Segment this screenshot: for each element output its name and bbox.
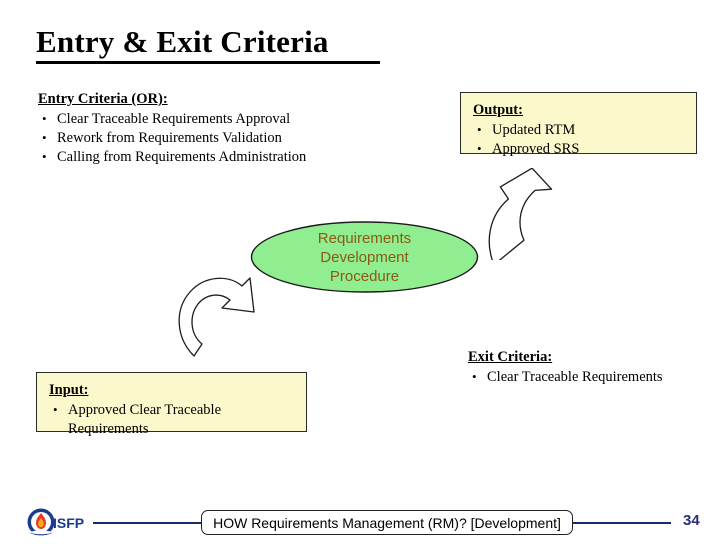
page-number: 34 — [683, 512, 700, 529]
footer-rule-right — [573, 522, 671, 524]
list-item: Clear Traceable Requirements — [468, 367, 708, 387]
isfp-logo: ISFP — [26, 506, 90, 540]
list-item: Clear Traceable Requirements Approval — [38, 109, 438, 129]
list-item: Rework from Requirements Validation — [38, 128, 438, 148]
list-item: Approved Clear Traceable Requirements — [49, 400, 296, 439]
page-title: Entry & Exit Criteria — [36, 24, 329, 59]
output-list: Updated RTM Approved SRS — [473, 120, 686, 159]
curved-arrow-process-to-output — [472, 168, 582, 260]
title-underline-rule — [36, 61, 380, 64]
input-callout-box: Input: Approved Clear Traceable Requirem… — [36, 372, 307, 437]
footer-label-text: HOW Requirements Management (RM)? [Devel… — [213, 514, 561, 531]
output-callout-box: Output: Updated RTM Approved SRS — [460, 92, 697, 158]
input-heading: Input: — [49, 382, 89, 398]
list-item: Calling from Requirements Administration — [38, 147, 438, 167]
exit-criteria-block: Exit Criteria: Clear Traceable Requireme… — [468, 348, 708, 387]
isfp-logo-text: ISFP — [53, 515, 84, 531]
footer-label: HOW Requirements Management (RM)? [Devel… — [201, 510, 573, 535]
entry-criteria-block: Entry Criteria (OR): Clear Traceable Req… — [38, 90, 438, 167]
list-item: Updated RTM — [473, 120, 686, 140]
output-box-content: Output: Updated RTM Approved SRS — [461, 93, 696, 167]
entry-criteria-list: Clear Traceable Requirements Approval Re… — [38, 109, 438, 167]
curved-arrow-input-to-process — [170, 272, 262, 360]
process-ellipse: Requirements Development Procedure — [250, 221, 479, 293]
footer-rule-left — [93, 522, 201, 524]
output-heading: Output: — [473, 102, 523, 118]
list-item: Approved SRS — [473, 139, 686, 159]
entry-criteria-heading: Entry Criteria (OR): — [38, 91, 168, 107]
exit-criteria-heading: Exit Criteria: — [468, 349, 553, 365]
input-list: Approved Clear Traceable Requirements — [49, 400, 296, 439]
exit-criteria-list: Clear Traceable Requirements — [468, 367, 708, 387]
input-box-content: Input: Approved Clear Traceable Requirem… — [37, 373, 306, 447]
